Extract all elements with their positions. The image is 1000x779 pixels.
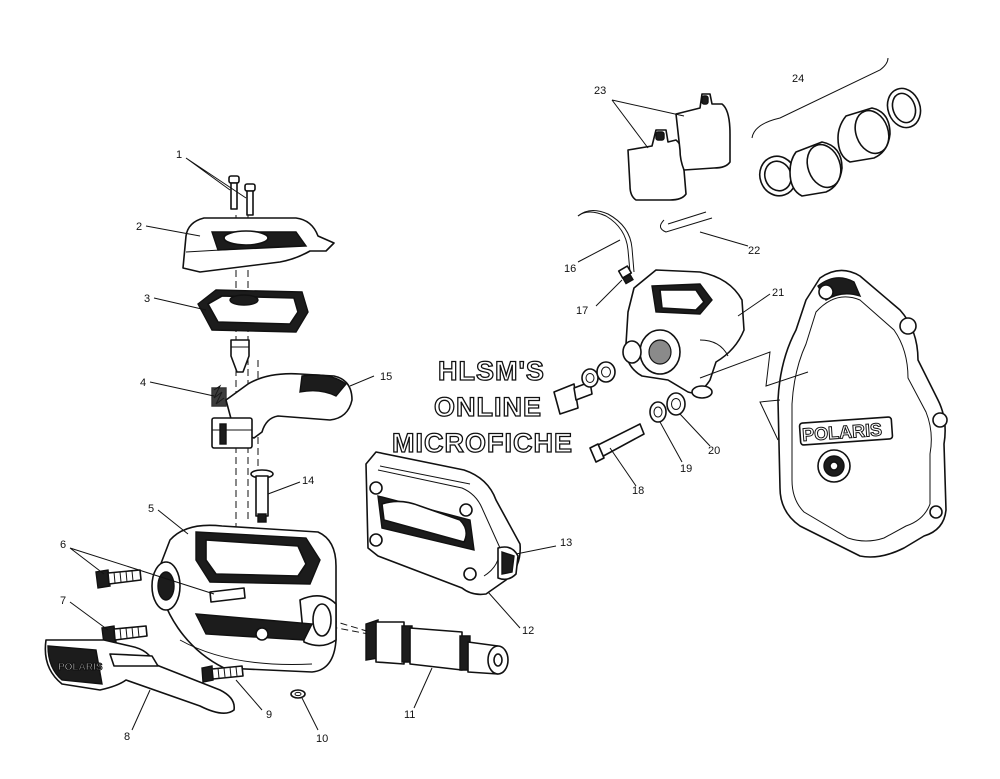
part-10-washer bbox=[290, 689, 306, 699]
part-21-caliper bbox=[622, 269, 745, 399]
leader-lines bbox=[69, 99, 771, 731]
callout-23: 23 bbox=[594, 85, 606, 97]
part-18-caliper-bolt bbox=[553, 381, 645, 463]
svg-text:POLARIS: POLARIS bbox=[58, 662, 103, 673]
part-16-brake-line bbox=[577, 210, 635, 273]
callout-8: 8 bbox=[124, 731, 130, 743]
watermark-line-2: ONLINE bbox=[434, 392, 542, 422]
callout-19: 19 bbox=[680, 463, 692, 475]
part-19-washer bbox=[581, 368, 667, 423]
part-15-lever bbox=[211, 372, 353, 449]
part-1-screws bbox=[228, 175, 256, 216]
part-12-cover-plate bbox=[365, 451, 522, 596]
watermark: HLSM'S ONLINE MICROFICHE bbox=[391, 355, 573, 458]
callout-15: 15 bbox=[380, 371, 392, 383]
callout-9: 9 bbox=[266, 709, 272, 721]
callout-3: 3 bbox=[144, 293, 150, 305]
callout-18: 18 bbox=[632, 485, 644, 497]
callout-22: 22 bbox=[748, 245, 760, 257]
part-9-screw bbox=[201, 665, 244, 683]
part-24-pistons-seals bbox=[758, 87, 922, 197]
part-6-bolt bbox=[95, 569, 246, 603]
part-13-gasket bbox=[497, 546, 519, 581]
callout-2: 2 bbox=[136, 221, 142, 233]
callout-5: 5 bbox=[148, 503, 154, 515]
drive-case-cover: POLARIS bbox=[759, 269, 948, 558]
part-17-bleeder bbox=[617, 265, 634, 285]
callout-labels: 1 2 3 4 5 6 7 8 9 10 11 12 13 14 15 16 1… bbox=[60, 73, 804, 745]
callout-11: 11 bbox=[404, 709, 415, 721]
part-11-piston bbox=[365, 619, 509, 675]
callout-20: 20 bbox=[708, 445, 720, 457]
callout-24: 24 bbox=[792, 73, 804, 85]
part-8-hand-lever: POLARIS bbox=[44, 639, 236, 714]
part-2-reservoir-cover bbox=[182, 217, 335, 273]
watermark-line-1: HLSM'S bbox=[438, 356, 545, 386]
callout-12: 12 bbox=[522, 625, 534, 637]
part-20-washer bbox=[596, 361, 686, 416]
callout-14: 14 bbox=[302, 475, 314, 487]
callout-13: 13 bbox=[560, 537, 572, 549]
part-plunger bbox=[230, 339, 250, 373]
callout-16: 16 bbox=[564, 263, 576, 275]
callout-17: 17 bbox=[576, 305, 588, 317]
part-3-diaphragm bbox=[197, 289, 309, 333]
bracket-24 bbox=[751, 57, 889, 139]
callout-21: 21 bbox=[772, 287, 784, 299]
callout-7: 7 bbox=[60, 595, 66, 607]
callout-4: 4 bbox=[140, 377, 146, 389]
break-line bbox=[699, 351, 809, 387]
part-23-brake-pads bbox=[627, 93, 731, 201]
part-22-clip bbox=[660, 211, 713, 233]
watermark-line-3: MICROFICHE bbox=[392, 428, 573, 458]
part-14-pin bbox=[250, 469, 274, 523]
callout-6: 6 bbox=[60, 539, 66, 551]
callout-1: 1 bbox=[176, 149, 182, 161]
part-5-master-cylinder-housing bbox=[151, 524, 337, 673]
callout-10: 10 bbox=[316, 733, 328, 745]
